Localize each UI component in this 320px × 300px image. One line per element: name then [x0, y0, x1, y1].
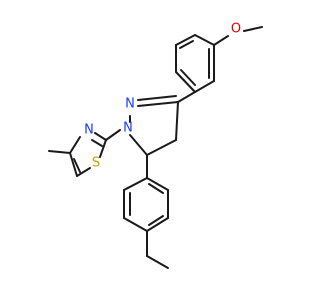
thiazole-n-atom: N	[84, 123, 94, 138]
thiazole-s-atom: S	[92, 156, 100, 171]
thiazole-methyl	[48, 150, 71, 154]
thiazole-ring	[69, 132, 107, 177]
methoxy-group	[213, 26, 263, 46]
molecule-drawing: O N N N S	[48, 22, 263, 269]
ethylphenyl-ring	[123, 154, 169, 232]
pyrazoline-ring	[129, 91, 196, 156]
methoxyphenyl-ring	[175, 34, 215, 93]
pyrazole-n1-atom: N	[123, 121, 133, 136]
ethyl-group	[146, 230, 169, 269]
n1-thiazole-bond	[105, 129, 121, 141]
structure-canvas: O N N N S	[48, 22, 263, 269]
pyrazole-n2-atom: N	[125, 97, 135, 112]
oxygen-atom: O	[231, 22, 241, 37]
